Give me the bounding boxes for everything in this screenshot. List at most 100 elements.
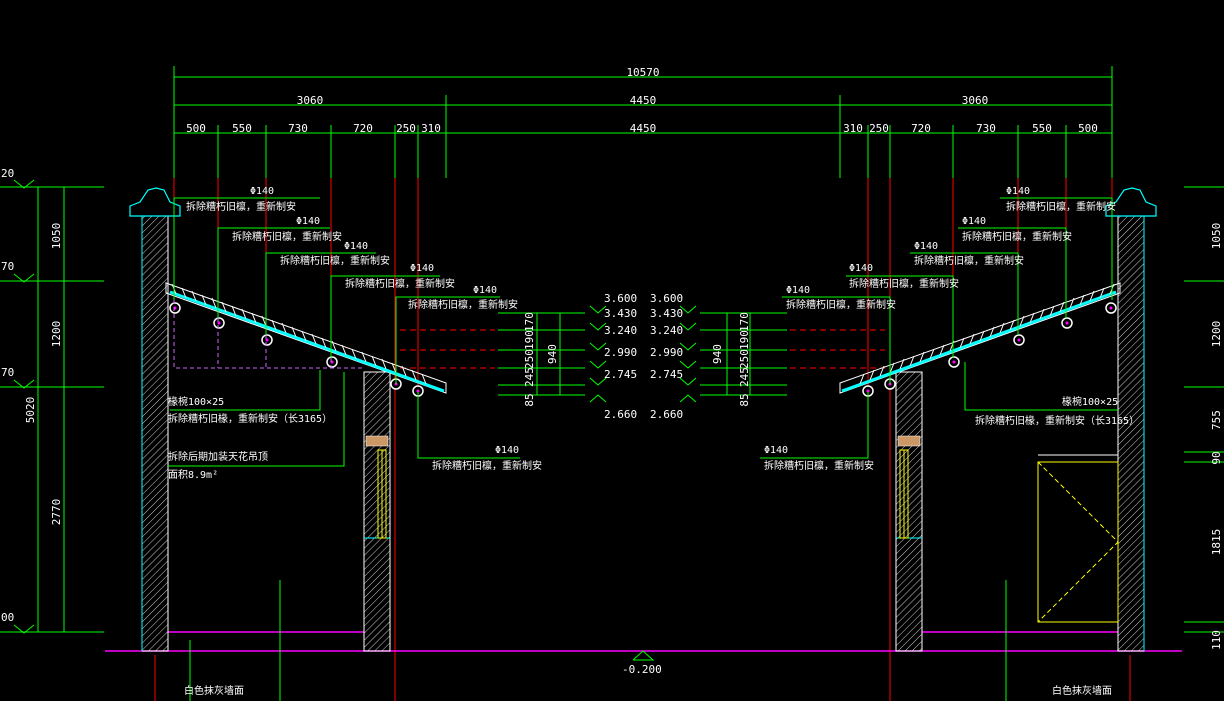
note-ceiling-area: 面积8.9m² xyxy=(168,469,218,481)
left-seg-3: 2770 xyxy=(50,499,63,526)
note-purlin-r5: 拆除糟朽旧檩，重新制安 xyxy=(786,298,896,311)
elev-right-2: 3.430 xyxy=(650,307,683,320)
right-seg-3: 755 xyxy=(1210,410,1223,430)
right-seg-4: 90 xyxy=(1210,451,1223,464)
ground-elevation-marker xyxy=(632,650,655,661)
right-door xyxy=(1037,454,1119,623)
note-purlin-r6: 拆除糟朽旧檩，重新制安 xyxy=(764,459,874,472)
mid-dim-r-total: 940 xyxy=(711,344,724,364)
note-purlin-l5: 拆除糟朽旧檩，重新制安 xyxy=(408,298,518,311)
dim-right-seg-5: 550 xyxy=(1032,122,1052,135)
removed-ceiling xyxy=(173,300,364,369)
elev-left-2: 3.430 xyxy=(604,307,637,320)
right-wall xyxy=(1105,187,1157,652)
leaders-right xyxy=(760,197,1118,459)
center-elevation-markers xyxy=(498,305,787,403)
elev-right-3: 3.240 xyxy=(650,324,683,337)
left-mark-4: 00 xyxy=(1,611,14,624)
left-window-frame xyxy=(377,449,387,539)
right-window-frame xyxy=(899,449,909,539)
dim-total: 10570 xyxy=(626,66,659,79)
note-purlin-l2: 拆除糟朽旧檩，重新制安 xyxy=(232,230,342,243)
mid-dim-r-4: 245 xyxy=(738,367,751,387)
right-vertical-dimensions xyxy=(1184,186,1224,633)
right-seg-2: 1200 xyxy=(1210,321,1223,348)
dim-right-seg-3: 720 xyxy=(911,122,931,135)
note-purlin-r4: 拆除糟朽旧檩，重新制安 xyxy=(849,277,959,290)
note-phi-r1: Φ140 xyxy=(1006,186,1030,197)
left-seg-1: 1050 xyxy=(50,223,63,250)
left-total: 5020 xyxy=(24,397,37,424)
note-ceiling: 拆除后期加装天花吊顶 xyxy=(168,450,268,463)
dim-right-seg-1: 310 xyxy=(843,122,863,135)
dim-center-bay-top: 4450 xyxy=(630,94,657,107)
elev-right-6: 2.660 xyxy=(650,408,683,421)
elev-right-4: 2.990 xyxy=(650,346,683,359)
note-phi-l6: Φ140 xyxy=(495,445,519,456)
note-phi-r5: Φ140 xyxy=(786,285,810,296)
note-rafter-replace-l: 拆除糟朽旧椽，重新制安（长3165） xyxy=(168,412,332,425)
dim-center-bay: 4450 xyxy=(630,122,657,135)
elev-left-4: 2.990 xyxy=(604,346,637,359)
note-purlin-r1: 拆除糟朽旧檩，重新制安 xyxy=(1006,200,1116,213)
note-phi-r3: Φ140 xyxy=(914,241,938,252)
note-purlin-l6: 拆除糟朽旧檩，重新制安 xyxy=(432,459,542,472)
note-rafter-size-l: 椽椀100×25 xyxy=(168,395,224,408)
dim-left-seg-2: 550 xyxy=(232,122,252,135)
wall-finish-left: 白色抹灰墙面 xyxy=(184,684,244,697)
mid-dim-l-5: 85 xyxy=(523,393,536,406)
ground-elevation: -0.200 xyxy=(622,663,662,676)
note-phi-r2: Φ140 xyxy=(962,216,986,227)
note-purlin-r3: 拆除糟朽旧檩，重新制安 xyxy=(914,254,1024,267)
right-seg-6: 110 xyxy=(1210,630,1223,650)
mid-dim-r-5: 85 xyxy=(738,393,751,406)
mid-dim-r-2: 190 xyxy=(738,330,751,350)
elev-right-5: 2.745 xyxy=(650,368,683,381)
dim-left-seg-3: 730 xyxy=(288,122,308,135)
ground-line xyxy=(105,631,1182,652)
note-phi-l4: Φ140 xyxy=(410,263,434,274)
mid-dim-l-4: 245 xyxy=(523,367,536,387)
elev-left-5: 2.745 xyxy=(604,368,637,381)
leaders-left xyxy=(168,197,520,467)
dim-left-seg-4: 720 xyxy=(353,122,373,135)
top-dimensions xyxy=(173,66,1113,178)
mid-dim-l-1: 170 xyxy=(523,312,536,332)
right-seg-5: 1815 xyxy=(1210,529,1223,556)
left-mark-3: 70 xyxy=(1,366,14,379)
elev-left-1: 3.600 xyxy=(604,292,637,305)
wall-finish-leaders xyxy=(189,580,1007,701)
note-rafter-size-r: 椽椀100×25 xyxy=(1062,395,1118,408)
right-roof xyxy=(839,282,1121,397)
left-mark-2: 70 xyxy=(1,260,14,273)
dim-right-seg-6: 500 xyxy=(1078,122,1098,135)
note-phi-l5: Φ140 xyxy=(473,285,497,296)
note-purlin-l4: 拆除糟朽旧檩，重新制安 xyxy=(345,277,455,290)
left-seg-2: 1200 xyxy=(50,321,63,348)
note-phi-l2: Φ140 xyxy=(296,216,320,227)
note-purlin-r2: 拆除糟朽旧檩，重新制安 xyxy=(962,230,1072,243)
dim-left-seg-5: 250 xyxy=(396,122,416,135)
elev-left-3: 3.240 xyxy=(604,324,637,337)
left-wall xyxy=(129,187,181,652)
note-phi-l1: Φ140 xyxy=(250,186,274,197)
elev-left-6: 2.660 xyxy=(604,408,637,421)
mid-dim-l-3: 250 xyxy=(523,349,536,369)
note-rafter-replace-r: 拆除糟朽旧椽，重新制安（长3165） xyxy=(975,414,1139,427)
note-phi-r6: Φ140 xyxy=(764,445,788,456)
dim-right-seg-2: 250 xyxy=(869,122,889,135)
note-phi-l3: Φ140 xyxy=(344,241,368,252)
dim-right-bay: 3060 xyxy=(962,94,989,107)
right-seg-1: 1050 xyxy=(1210,223,1223,250)
dim-left-seg-6: 310 xyxy=(421,122,441,135)
left-roof xyxy=(165,282,447,397)
mid-dim-r-1: 170 xyxy=(738,312,751,332)
dim-right-seg-4: 730 xyxy=(976,122,996,135)
mid-dim-r-3: 250 xyxy=(738,349,751,369)
dim-left-bay: 3060 xyxy=(297,94,324,107)
mid-dim-l-total: 940 xyxy=(546,344,559,364)
mid-dim-l-2: 190 xyxy=(523,330,536,350)
wall-finish-right: 白色抹灰墙面 xyxy=(1052,684,1112,697)
